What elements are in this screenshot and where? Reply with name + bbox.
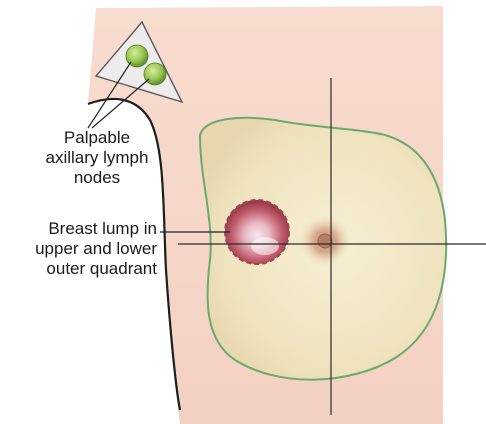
breast-lump	[225, 200, 289, 264]
label-line: outer quadrant	[0, 259, 157, 279]
label-line: Palpable	[0, 128, 194, 148]
label-line: upper and lower	[0, 239, 157, 259]
label-line: Breast lump in	[0, 219, 157, 239]
label-axillary-lymph-nodes: Palpable axillary lymph nodes	[0, 128, 194, 188]
label-line: nodes	[0, 168, 194, 188]
lymph-node-2	[144, 63, 166, 85]
nipple	[318, 234, 332, 248]
lump-highlight	[251, 237, 279, 255]
label-line: axillary lymph	[0, 148, 194, 168]
label-breast-lump: Breast lump in upper and lower outer qua…	[0, 219, 157, 279]
